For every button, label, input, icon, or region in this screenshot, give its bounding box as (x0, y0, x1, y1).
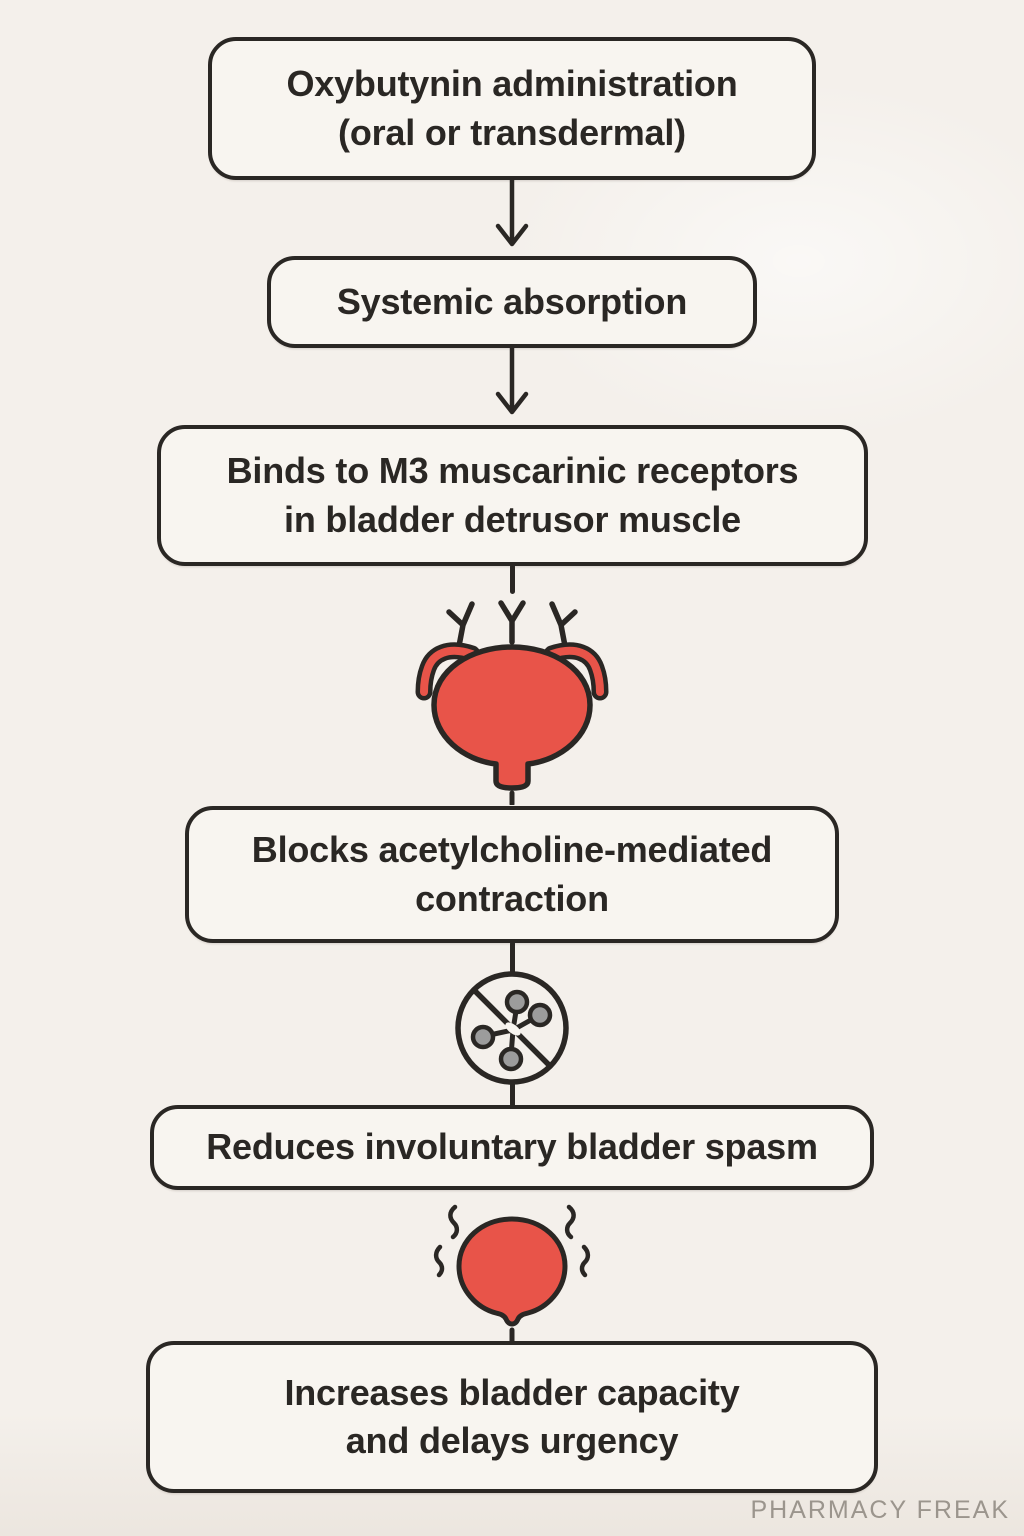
flow-step-reduces-spasm: Reduces involuntary bladder spasm (150, 1105, 874, 1190)
flow-step-absorption-label: Systemic absorption (336, 280, 688, 322)
connector-line (510, 941, 515, 975)
flow-step-receptor-binding-label: Binds to M3 muscarinic receptors in blad… (226, 450, 799, 540)
down-arrow-icon (495, 346, 529, 415)
flow-step-administration-label: Oxybutynin administration (oral or trans… (286, 63, 738, 153)
connector-line (510, 564, 515, 594)
bladder-m3-receptors-icon (415, 600, 609, 805)
flow-step-increases-capacity-label: Increases bladder capacity and delays ur… (284, 1371, 740, 1461)
flow-step-reduces-spasm-label: Reduces involuntary bladder spasm (206, 1126, 818, 1168)
brand-watermark: PHARMACY FREAK (750, 1496, 1010, 1524)
flow-step-receptor-binding: Binds to M3 muscarinic receptors in blad… (157, 425, 868, 566)
flow-step-blocks-contraction-label: Blocks acetylcholine-mediated contractio… (251, 829, 773, 919)
relaxed-bladder-icon (433, 1204, 591, 1345)
flow-step-increases-capacity: Increases bladder capacity and delays ur… (146, 1341, 878, 1493)
flow-step-administration: Oxybutynin administration (oral or trans… (208, 37, 816, 180)
flow-step-absorption: Systemic absorption (267, 256, 757, 348)
blocked-acetylcholine-icon (455, 971, 569, 1085)
flow-step-blocks-contraction: Blocks acetylcholine-mediated contractio… (185, 806, 839, 943)
down-arrow-icon (495, 178, 529, 247)
connector-line (510, 1081, 515, 1107)
